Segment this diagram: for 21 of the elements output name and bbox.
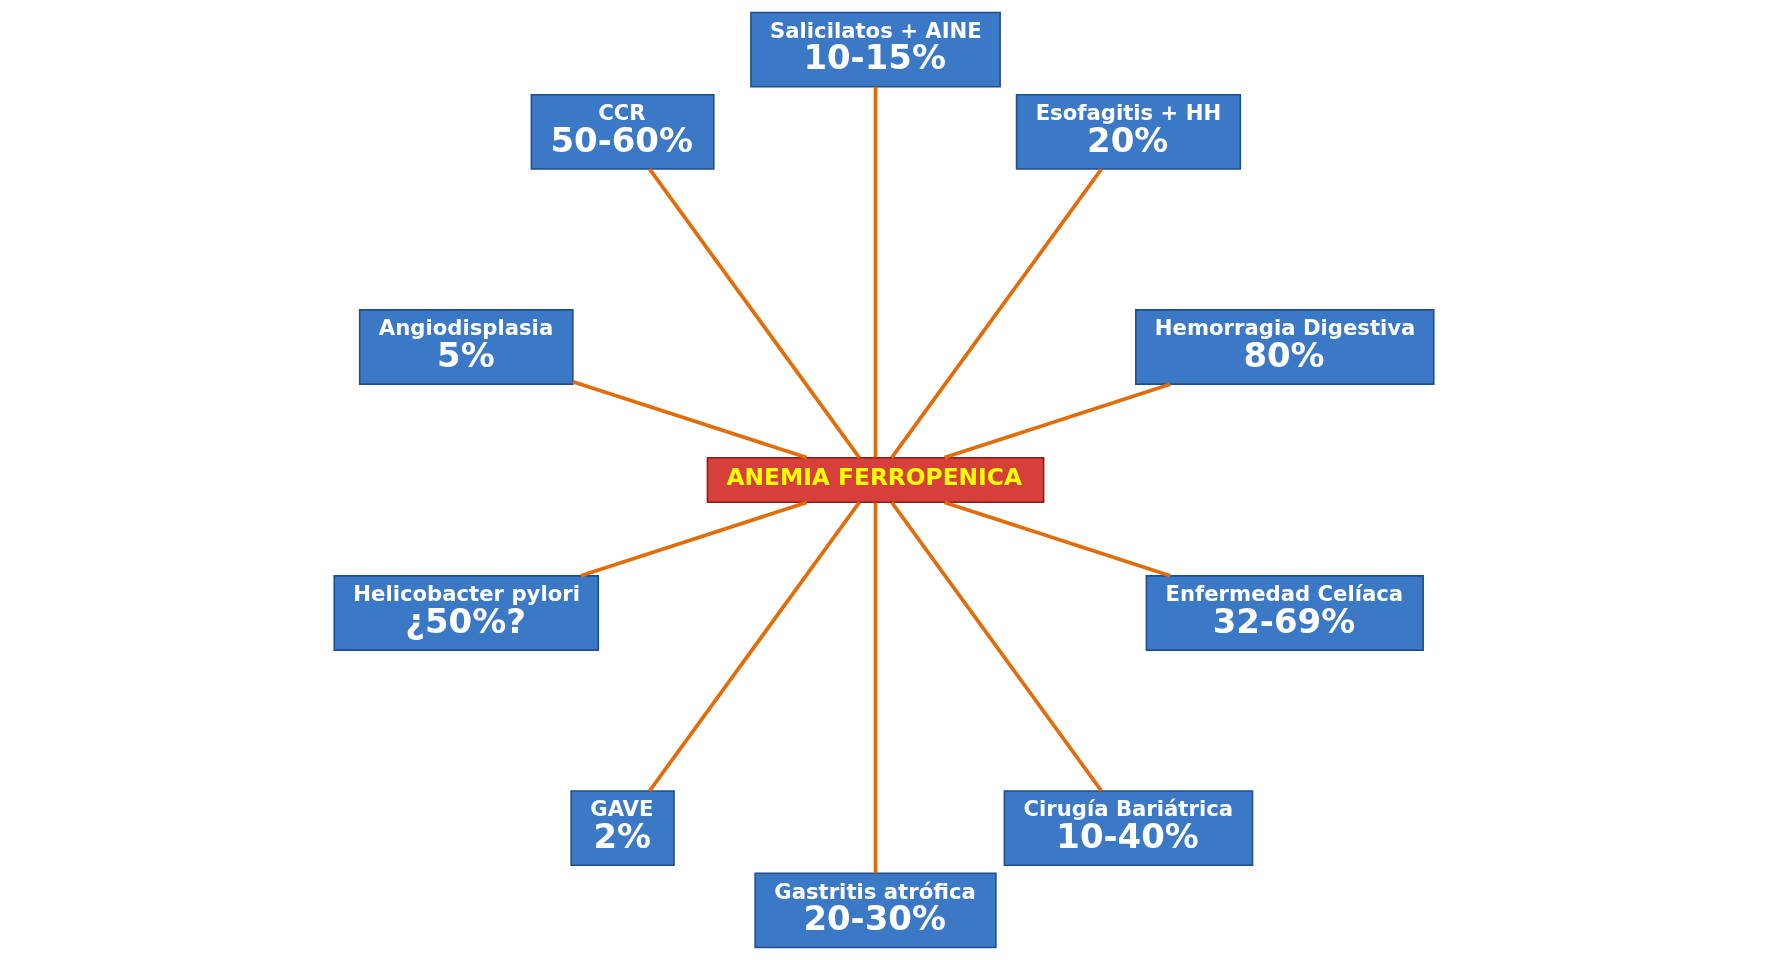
connector — [647, 501, 861, 792]
node-box: GAVE 2% — [569, 790, 675, 867]
connector — [873, 86, 877, 458]
connector — [943, 382, 1171, 460]
node-box: Gastritis atrófica 20-30% — [753, 872, 997, 949]
node-box: Cirugía Bariátrica 10-40% — [1003, 790, 1253, 867]
node-box: Enfermedad Celíaca 32-69% — [1145, 575, 1424, 651]
connector — [889, 168, 1103, 459]
node-box: Helicobacter pylori ¿50%? — [332, 575, 599, 651]
node-box: ANEMIA FERROPENICA — [706, 456, 1044, 504]
connector — [579, 500, 807, 578]
connector — [647, 168, 861, 459]
node-box: Salicilatos + AINE 10-15% — [749, 11, 1001, 88]
connector — [571, 379, 807, 460]
node-box: Hemorragia Digestiva 80% — [1134, 309, 1435, 385]
node-box: Esofagitis + HH 20% — [1015, 93, 1241, 170]
node-box: Angiodisplasia 5% — [358, 309, 574, 385]
connector — [889, 501, 1103, 792]
connector — [873, 502, 877, 874]
node-box: CCR 50-60% — [530, 93, 715, 170]
connector — [943, 500, 1171, 578]
